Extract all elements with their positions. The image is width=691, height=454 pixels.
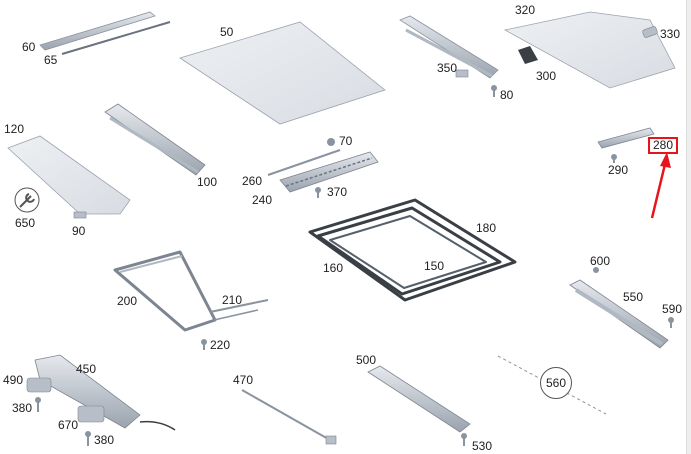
part-350-rail bbox=[399, 15, 499, 79]
label-500[interactable]: 500 bbox=[356, 353, 377, 367]
label-330[interactable]: 330 bbox=[660, 27, 681, 41]
label-470[interactable]: 470 bbox=[233, 373, 254, 387]
label-90[interactable]: 90 bbox=[72, 224, 86, 238]
label-550[interactable]: 550 bbox=[623, 290, 644, 304]
part-120-shade bbox=[7, 135, 131, 215]
part-160-seal bbox=[316, 206, 502, 296]
part-200-frame bbox=[113, 250, 217, 332]
label-160[interactable]: 160 bbox=[323, 261, 344, 275]
label-590[interactable]: 590 bbox=[662, 302, 683, 316]
label-180[interactable]: 180 bbox=[476, 221, 497, 235]
part-300-block bbox=[518, 46, 538, 64]
part-70-knob bbox=[327, 138, 335, 146]
scrollbar[interactable] bbox=[686, 0, 691, 454]
label-600[interactable]: 600 bbox=[590, 254, 611, 268]
part-100-guide-rail bbox=[104, 103, 206, 176]
part-65-strip bbox=[61, 21, 171, 55]
part-590-screw bbox=[668, 317, 674, 328]
label-490[interactable]: 490 bbox=[3, 373, 24, 387]
label-80[interactable]: 80 bbox=[500, 88, 514, 102]
part-90-clip bbox=[73, 211, 87, 219]
part-600-screw bbox=[593, 267, 599, 273]
label-50[interactable]: 50 bbox=[220, 25, 234, 39]
part-220-screw bbox=[201, 339, 207, 350]
label-380-left[interactable]: 380 bbox=[12, 401, 33, 415]
label-60[interactable]: 60 bbox=[22, 40, 36, 54]
part-180-outer-seal bbox=[308, 198, 517, 302]
label-150[interactable]: 150 bbox=[424, 259, 445, 273]
label-560[interactable]: 560 bbox=[540, 367, 572, 399]
part-530-screw bbox=[461, 433, 467, 446]
label-220[interactable]: 220 bbox=[210, 338, 231, 352]
part-60-strip bbox=[39, 11, 156, 51]
highlight-arrow bbox=[650, 152, 671, 219]
label-70[interactable]: 70 bbox=[339, 134, 353, 148]
part-290-screw bbox=[611, 154, 617, 163]
part-500-rail bbox=[367, 365, 471, 433]
part-320-rear-panel bbox=[503, 11, 676, 89]
label-670[interactable]: 670 bbox=[58, 418, 79, 432]
part-260-strip bbox=[267, 149, 341, 176]
part-280-strip bbox=[597, 127, 655, 149]
part-670-bracket bbox=[77, 405, 105, 423]
part-380-screw-left bbox=[35, 397, 41, 412]
part-450-drive-unit bbox=[34, 354, 176, 431]
part-550-wind-deflector bbox=[569, 279, 669, 349]
part-470-cable bbox=[241, 389, 337, 445]
label-210[interactable]: 210 bbox=[222, 293, 243, 307]
label-240[interactable]: 240 bbox=[252, 193, 273, 207]
part-330-clip bbox=[642, 26, 658, 38]
label-380-right[interactable]: 380 bbox=[94, 433, 115, 447]
label-320[interactable]: 320 bbox=[515, 3, 536, 17]
part-210-strip bbox=[209, 299, 269, 321]
label-350[interactable]: 350 bbox=[437, 61, 458, 75]
label-450[interactable]: 450 bbox=[76, 362, 97, 376]
label-650[interactable]: 650 bbox=[15, 216, 36, 230]
part-80-screw bbox=[491, 85, 497, 97]
label-100[interactable]: 100 bbox=[197, 175, 218, 189]
label-200[interactable]: 200 bbox=[117, 294, 138, 308]
part-650-wrench-icon bbox=[14, 187, 40, 213]
label-530[interactable]: 530 bbox=[472, 439, 493, 453]
label-300[interactable]: 300 bbox=[536, 69, 557, 83]
label-290[interactable]: 290 bbox=[608, 163, 629, 177]
label-65[interactable]: 65 bbox=[44, 53, 58, 67]
label-260[interactable]: 260 bbox=[242, 174, 263, 188]
part-50-glass-panel bbox=[179, 21, 386, 125]
label-280-highlighted[interactable]: 280 bbox=[648, 137, 679, 154]
part-150-inner-seal bbox=[329, 215, 487, 289]
part-380-screw-right bbox=[85, 431, 91, 446]
part-240-mechanism bbox=[279, 151, 379, 193]
part-490-motor bbox=[26, 377, 52, 393]
part-370-screw bbox=[315, 187, 321, 198]
label-120[interactable]: 120 bbox=[4, 122, 25, 136]
label-370[interactable]: 370 bbox=[327, 185, 348, 199]
